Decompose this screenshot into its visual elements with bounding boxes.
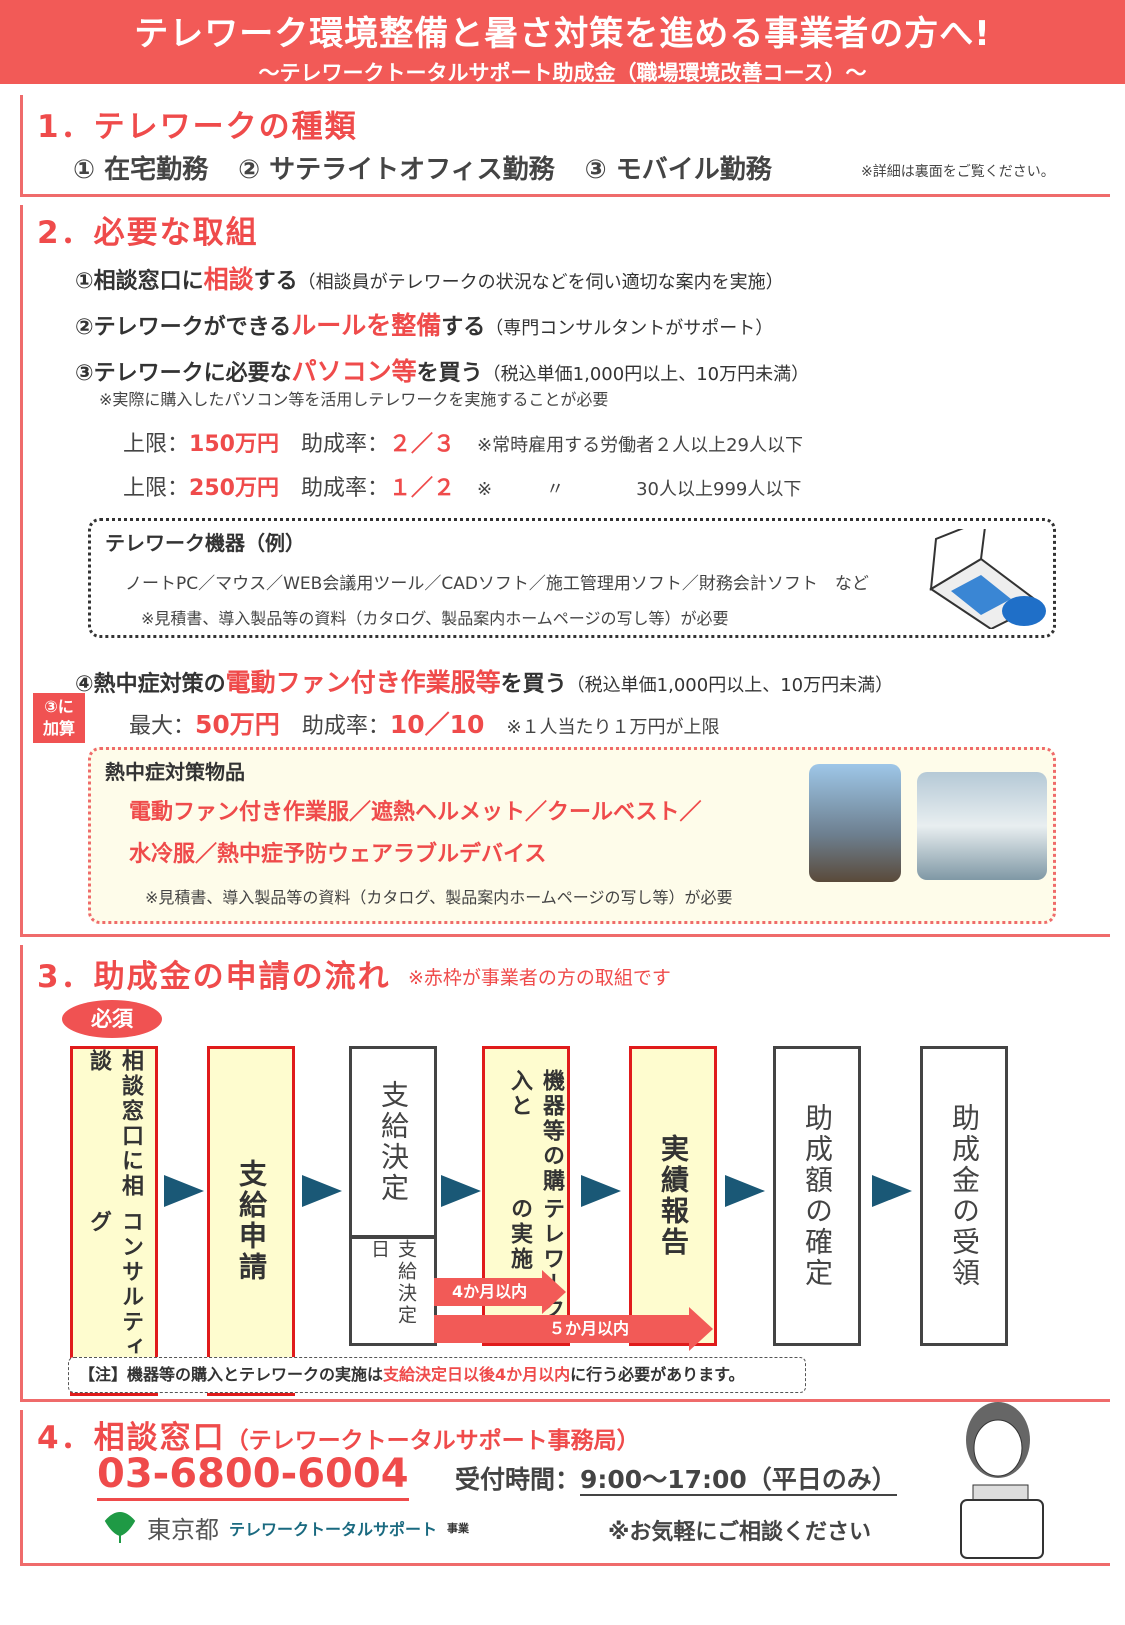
workers-photo	[917, 772, 1047, 880]
flow-arrow-icon	[872, 1175, 912, 1207]
step-application: 支給申請	[207, 1046, 295, 1396]
equipment-title: テレワーク機器（例）	[105, 531, 305, 555]
type-mobile: ③ モバイル勤務	[584, 155, 772, 185]
required-badge: 必須	[62, 1000, 162, 1038]
flow-arrow-icon	[302, 1175, 342, 1207]
limit-table: 上限：150万円 助成率：２／３ ※常時雇用する労働者２人以上29人以下 上限：…	[123, 423, 803, 511]
requirement-3-note: ※実際に購入したパソコン等を活用しテレワークを実施することが必要	[99, 390, 609, 409]
equipment-list: ノートPC／マウス／WEB会議用ツール／CADソフト／施工管理用ソフト／財務会計…	[125, 574, 869, 594]
footer-note: ※お気軽にご相談ください	[608, 1520, 871, 1545]
tokyo-logo: 東京都 テレワークトータルサポート事業	[103, 1510, 469, 1545]
four-month-arrow: 4か月以内	[434, 1278, 542, 1306]
heat-items-1: 電動ファン付き作業服／遮熱ヘルメット／クールベスト／	[129, 800, 702, 825]
max-row: 最大：50万円 助成率：10／10 ※１人当たり１万円が上限	[129, 710, 720, 739]
requirement-3: ③テレワークに必要なパソコン等を買う（税込単価1,000円以上、10万円未満）	[75, 357, 810, 386]
step-receipt: 助成金の受領	[920, 1046, 1008, 1346]
laptop-mouse-icon	[929, 529, 1046, 629]
requirement-4: ④熱中症対策の電動ファン付き作業服等を買う（税込単価1,000円以上、10万円未…	[75, 668, 894, 697]
page-title: テレワーク環境整備と暑さ対策を進める事業者の方へ!	[134, 14, 991, 54]
header-banner: テレワーク環境整備と暑さ対策を進める事業者の方へ! 〜テレワークトータルサポート…	[0, 0, 1125, 85]
decision-date: 支給決定日	[349, 1236, 437, 1346]
section-types: 1．テレワークの種類 ① 在宅勤務 ② サテライトオフィス勤務 ③ モバイル勤務…	[20, 95, 1110, 197]
phone-number[interactable]: 03-6800-6004	[97, 1450, 409, 1501]
hours: 受付時間：9:00〜17:00（平日のみ）	[455, 1465, 897, 1496]
operator-illustration	[960, 1402, 1044, 1559]
step-amount-confirmed: 助成額の確定	[773, 1046, 861, 1346]
heat-title: 熱中症対策物品	[105, 760, 245, 784]
step-consultation: 相談窓口に相談コンサルティング	[70, 1046, 158, 1396]
heat-items-2: 水冷服／熱中症予防ウェアラブルデバイス	[129, 842, 547, 867]
arrow-head-icon	[542, 1270, 566, 1314]
caution-note: 【注】機器等の購入とテレワークの実施は支給決定日以後4か月以内に行う必要がありま…	[68, 1357, 806, 1393]
equipment-note: ※見積書、導入製品等の資料（カタログ、製品案内ホームページの写し等）が必要	[141, 609, 729, 628]
detail-note: ※詳細は裏面をご覧ください。	[861, 164, 1055, 180]
flow-arrow-icon	[581, 1175, 621, 1207]
limit-row: 上限：250万円 助成率：１／２ ※ 〃 30人以上999人以下	[123, 476, 802, 501]
section-requirements: 2．必要な取組 ①相談窓口に相談する（相談員がテレワークの状況などを伺い適切な案…	[20, 205, 1110, 937]
ginkgo-leaf-icon	[104, 1511, 136, 1543]
five-month-arrow: ５か月以内	[434, 1315, 689, 1343]
step-decision: 支給決定	[349, 1046, 437, 1238]
type-satellite: ② サテライトオフィス勤務	[238, 155, 555, 185]
limit-row: 上限：150万円 助成率：２／３ ※常時雇用する労働者２人以上29人以下	[123, 432, 804, 457]
section-heading: 3．助成金の申請の流れ	[37, 959, 391, 995]
type-home: ① 在宅勤務	[73, 155, 209, 185]
section-heading: 2．必要な取組	[37, 215, 259, 251]
section-contact: 4．相談窓口（テレワークトータルサポート事務局） 03-6800-6004 受付…	[20, 1402, 1110, 1566]
section-heading: 1．テレワークの種類	[37, 109, 358, 145]
page-subtitle: 〜テレワークトータルサポート助成金（職場環境改善コース）〜	[258, 61, 867, 85]
flow-note: ※赤枠が事業者の方の取組です	[408, 967, 671, 989]
step-report: 実績報告	[629, 1046, 717, 1346]
flow-arrow-icon	[725, 1175, 765, 1207]
equipment-box: テレワーク機器（例） ノートPC／マウス／WEB会議用ツール／CADソフト／施工…	[88, 518, 1056, 638]
heat-note: ※見積書、導入製品等の資料（カタログ、製品案内ホームページの写し等）が必要	[145, 888, 733, 907]
section-heading: 4．相談窓口（テレワークトータルサポート事務局）	[37, 1420, 640, 1456]
section-flow: 3．助成金の申請の流れ ※赤枠が事業者の方の取組です	[20, 945, 1110, 1402]
addition-badge: ③に加算	[33, 693, 85, 743]
requirement-1: ①相談窓口に相談する（相談員がテレワークの状況などを伺い適切な案内を実施）	[75, 265, 784, 294]
flow-arrow-icon	[164, 1175, 204, 1207]
flow-arrow-icon	[441, 1175, 481, 1207]
arrow-head-icon	[689, 1307, 713, 1351]
worker-photo	[809, 764, 901, 882]
requirement-2: ②テレワークができるルールを整備する（専門コンサルタントがサポート）	[75, 311, 774, 340]
heat-box: 熱中症対策物品 電動ファン付き作業服／遮熱ヘルメット／クールベスト／ 水冷服／熱…	[88, 747, 1056, 924]
